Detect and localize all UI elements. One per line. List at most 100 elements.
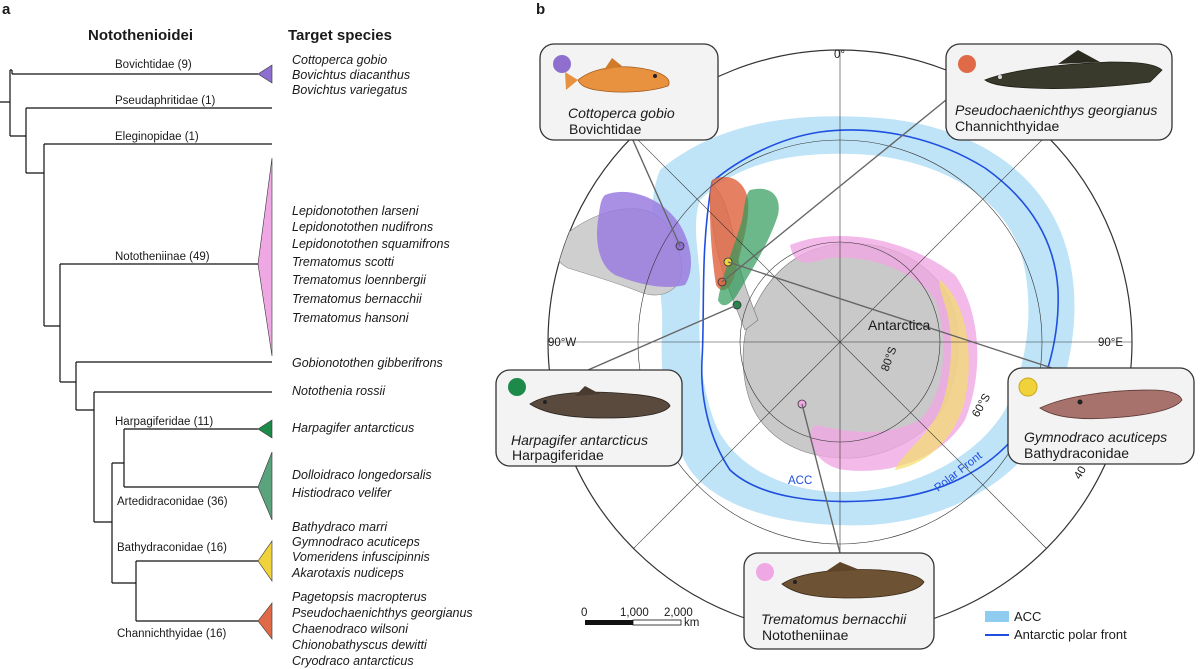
color-swatch — [508, 378, 526, 396]
family-name: Bovichtidae — [569, 121, 642, 137]
lat-label-40: 40 — [1072, 464, 1089, 481]
scale-tick: 0 — [581, 607, 587, 619]
channichthyidae-range — [710, 176, 749, 291]
bovichtidae-clade-marker — [257, 64, 273, 84]
tree-title: Notothenioidei — [88, 27, 193, 44]
nototheniinae-range — [790, 236, 978, 471]
species-name: Trematomus bernacchii — [292, 292, 423, 306]
species-name: Bovichtus diacanthus — [292, 68, 410, 82]
color-swatch — [756, 563, 774, 581]
scale-unit: km — [684, 617, 699, 629]
family-label-pseudaphritidae: Pseudaphritidae (1) — [115, 95, 216, 107]
acc-region — [652, 116, 1075, 526]
family-name: Channichthyidae — [955, 118, 1060, 134]
callout-trematomus: Trematomus bernacchii Nototheniinae — [743, 552, 935, 650]
scale-bar: 0 1,000 2,000 km — [581, 607, 699, 629]
legend-label-polar-front: Antarctic polar front — [1014, 627, 1127, 642]
species-name: Dolloidraco longedorsalis — [292, 468, 432, 482]
lon-label-90e: 90°E — [1098, 337, 1123, 349]
species-name: Cottoperca gobio — [292, 53, 387, 67]
family-label-harpagiferidae: Harpagiferidae (11) — [115, 416, 213, 428]
fish-illustration — [565, 58, 670, 93]
family-label-eleginopidae: Eleginopidae (1) — [115, 131, 199, 143]
callout-gymnodraco: Gymnodraco acuticeps Bathydraconidae — [1007, 367, 1195, 465]
fish-illustration — [984, 50, 1163, 89]
species-name: Harpagifer antarcticus — [511, 432, 648, 448]
species-name: Chionobathyscus dewitti — [292, 638, 428, 652]
callout-pseudochaenichthys: Pseudochaenichthys georgianus Channichth… — [945, 43, 1173, 141]
species-list-bovichtidae: Cottoperca gobio Bovichtus diacanthus Bo… — [292, 53, 410, 97]
family-name: Harpagiferidae — [512, 447, 604, 463]
bathydraconidae-range — [895, 280, 969, 470]
pointer-trematomus — [801, 403, 841, 554]
pointer-cottoperca — [631, 137, 681, 247]
panel-label-a: a — [2, 1, 11, 18]
pointer-harpagifer — [587, 304, 738, 371]
artedidraconidae-clade-marker — [257, 451, 273, 521]
species-name: Lepidonotothen nudifrons — [292, 220, 433, 234]
species-list-artedidraconidae: Dolloidraco longedorsalis Histiodraco ve… — [292, 468, 432, 500]
graticule — [548, 50, 1132, 634]
continent-label: Antarctica — [868, 317, 930, 333]
species-name: Trematomus scotti — [292, 255, 395, 269]
color-swatch — [958, 55, 976, 73]
callout-cottoperca: Cottoperca gobio Bovichtidae — [539, 43, 719, 141]
family-label-bathydraconidae: Bathydraconidae (16) — [117, 542, 227, 554]
species-name: Chaenodraco wilsoni — [292, 622, 409, 636]
family-name: Nototheniinae — [762, 627, 849, 643]
species-name: Vomeridens infuscipinnis — [292, 550, 430, 564]
species-name-gobionotothen: Gobionotothen gibberifrons — [292, 356, 443, 370]
species-list-bathydraconidae: Bathydraco marri Gymnodraco acuticeps Vo… — [291, 520, 430, 580]
species-name: Histiodraco velifer — [292, 486, 392, 500]
scale-tick: 2,000 — [664, 607, 693, 619]
species-name: Akarotaxis nudiceps — [291, 566, 404, 580]
family-label-channichthyidae: Channichthyidae (16) — [117, 628, 226, 640]
species-name: Gymnodraco acuticeps — [292, 535, 420, 549]
phylogeny-tree — [0, 64, 273, 640]
nototheniinae-clade-marker — [257, 157, 273, 357]
bathydraconidae-clade-marker — [257, 540, 273, 582]
fish-illustration — [781, 562, 925, 599]
species-name: Pagetopsis macropterus — [292, 590, 427, 604]
family-label-artedidraconidae: Artedidraconidae (36) — [117, 496, 228, 508]
fish-illustration — [529, 386, 671, 419]
lon-label-0: 0° — [834, 49, 845, 61]
pointer-gymnodraco — [727, 261, 1053, 369]
species-name: Trematomus loennbergii — [292, 273, 427, 287]
pointer-pseudochaenichthys — [721, 99, 947, 283]
harpagiferidae-range — [718, 188, 779, 306]
family-label-bovichtidae: Bovichtidae (9) — [115, 59, 192, 71]
species-name: Cryodraco antarcticus — [292, 654, 414, 668]
scale-tick: 1,000 — [620, 607, 649, 619]
color-swatch — [553, 55, 571, 73]
fish-illustration — [1039, 389, 1183, 420]
species-name-notothenia: Notothenia rossii — [292, 384, 386, 398]
polar-map: 0° 90°W 90°E Antarctica 80°S 60°S 40 ACC… — [547, 49, 1133, 635]
acc-label: ACC — [788, 475, 812, 487]
family-name: Bathydraconidae — [1024, 445, 1129, 461]
channichthyidae-clade-marker — [257, 602, 273, 640]
species-name: Lepidonotothen squamifrons — [292, 237, 450, 251]
bovichtidae-range — [596, 191, 692, 287]
species-name: Lepidonotothen larseni — [292, 204, 420, 218]
species-name: Gymnodraco acuticeps — [1024, 429, 1167, 445]
species-name-harpagifer: Harpagifer antarcticus — [292, 421, 414, 435]
species-name: Pseudochaenichthys georgianus — [955, 102, 1157, 118]
lon-label-90w: 90°W — [548, 337, 576, 349]
species-name: Bathydraco marri — [292, 520, 388, 534]
species-name: Trematomus hansoni — [292, 311, 410, 325]
species-name: Bovichtus variegatus — [292, 83, 407, 97]
panel-label-b: b — [536, 1, 545, 18]
harpagiferidae-clade-marker — [257, 419, 273, 439]
species-list-channichthyidae: Pagetopsis macropterus Pseudochaenichthy… — [292, 590, 473, 668]
color-swatch — [1018, 377, 1038, 397]
species-title: Target species — [288, 27, 392, 44]
map-legend: ACC Antarctic polar front — [985, 609, 1127, 642]
species-name: Trematomus bernacchii — [761, 611, 907, 627]
family-label-nototheniinae: Nototheniinae (49) — [115, 251, 210, 263]
species-list-nototheniinae: Lepidonotothen larseni Lepidonotothen nu… — [292, 204, 450, 325]
species-name: Pseudochaenichthys georgianus — [292, 606, 473, 620]
callout-harpagifer: Harpagifer antarcticus Harpagiferidae — [495, 369, 683, 467]
species-name: Cottoperca gobio — [568, 105, 675, 121]
